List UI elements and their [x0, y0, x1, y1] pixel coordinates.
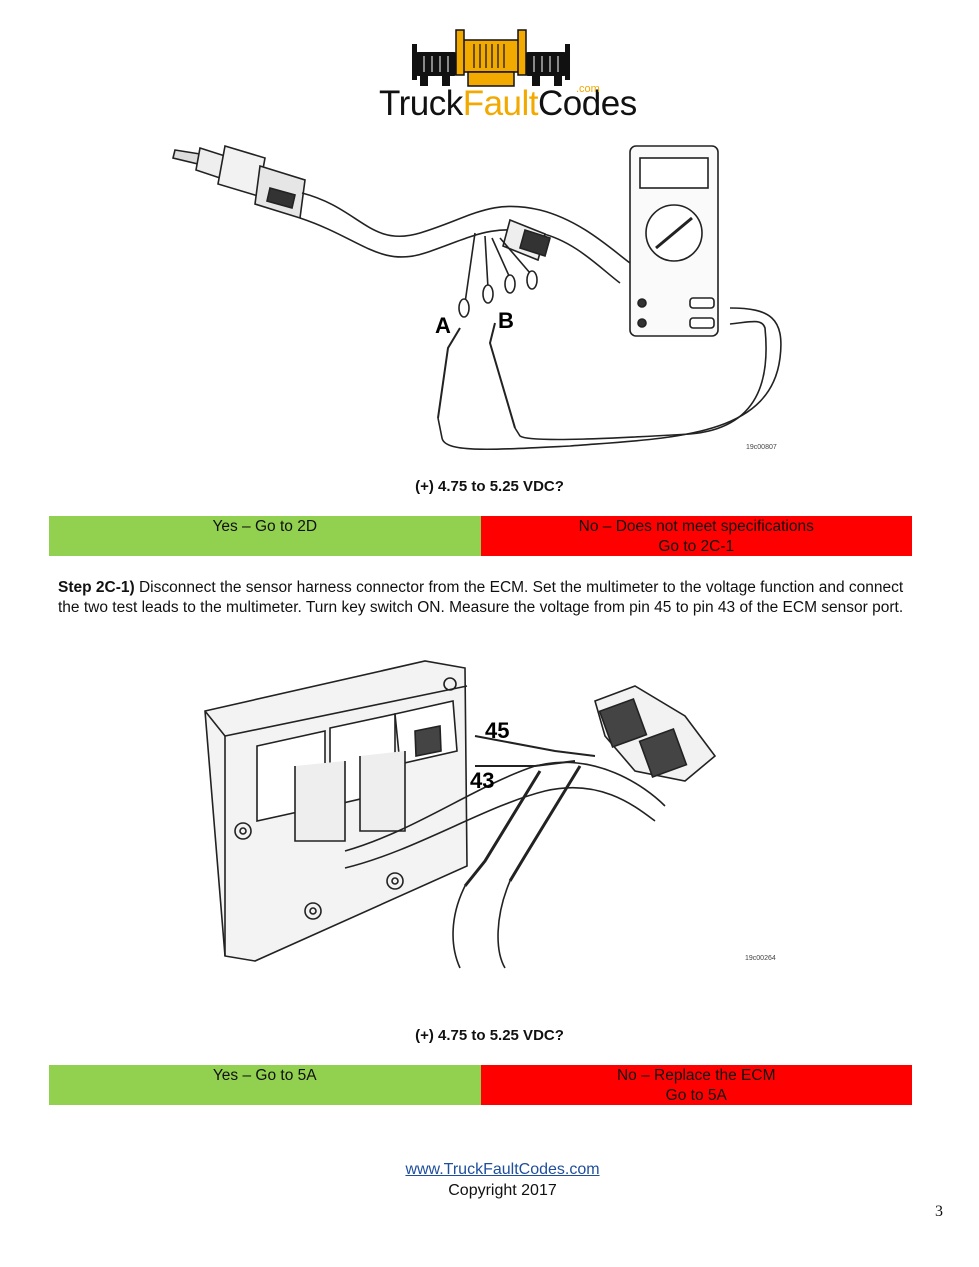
- yes-option-2-text: Yes – Go to 5A: [212, 1067, 317, 1084]
- ecm-probe-illustration: 45 43 19c00264: [204, 660, 776, 969]
- yes-option-1-text: Yes – Go to 2D: [212, 518, 318, 535]
- page-number: 3: [935, 1203, 943, 1220]
- figure1-code: 19c00807: [746, 444, 777, 451]
- yes-option-2: Yes – Go to 5A: [49, 1065, 481, 1105]
- no-option-1: No – Does not meet specifications Go to …: [480, 516, 912, 556]
- no-option-2: No – Replace the ECM Go to 5A: [480, 1065, 912, 1105]
- brand-wordmark: TruckFaultCodes: [379, 86, 637, 121]
- no-option-2-line2: Go to 5A: [665, 1087, 727, 1104]
- no-option-1-line2: Go to 2C-1: [658, 538, 735, 555]
- brand-suffix: .com: [576, 83, 600, 95]
- probe-label-a: A: [435, 313, 451, 338]
- pin-label-43: 43: [470, 768, 494, 793]
- step-label: Step 2C-1): [58, 579, 135, 596]
- step-text: Disconnect the sensor harness connector …: [58, 579, 904, 616]
- no-option-1-line1: No – Does not meet specifications: [578, 518, 814, 535]
- footer-website-link[interactable]: www.TruckFaultCodes.com: [405, 1161, 600, 1178]
- figure2-code: 19c00264: [745, 955, 776, 962]
- question-1: (+) 4.75 to 5.25 VDC?: [415, 478, 564, 495]
- decision-row-2: Yes – Go to 5A No – Replace the ECM Go t…: [49, 1065, 912, 1105]
- brand-part3: Codes: [538, 84, 637, 123]
- yes-option-1: Yes – Go to 2D: [49, 516, 481, 556]
- probe-label-b: B: [498, 308, 514, 333]
- brand-part2: Fault: [462, 84, 539, 123]
- pin-label-45: 45: [485, 718, 509, 743]
- question-2: (+) 4.75 to 5.25 VDC?: [415, 1027, 564, 1044]
- decision-row-1: Yes – Go to 2D No – Does not meet specif…: [49, 516, 912, 556]
- step-instructions: Step 2C-1) Disconnect the sensor harness…: [58, 578, 918, 618]
- truck-logo-icon: [412, 29, 570, 87]
- brand-part1: Truck: [379, 84, 463, 123]
- footer-copyright: Copyright 2017: [448, 1182, 557, 1199]
- sensor-multimeter-illustration: A B 19c00807: [172, 144, 782, 451]
- no-option-2-line1: No – Replace the ECM: [616, 1067, 776, 1084]
